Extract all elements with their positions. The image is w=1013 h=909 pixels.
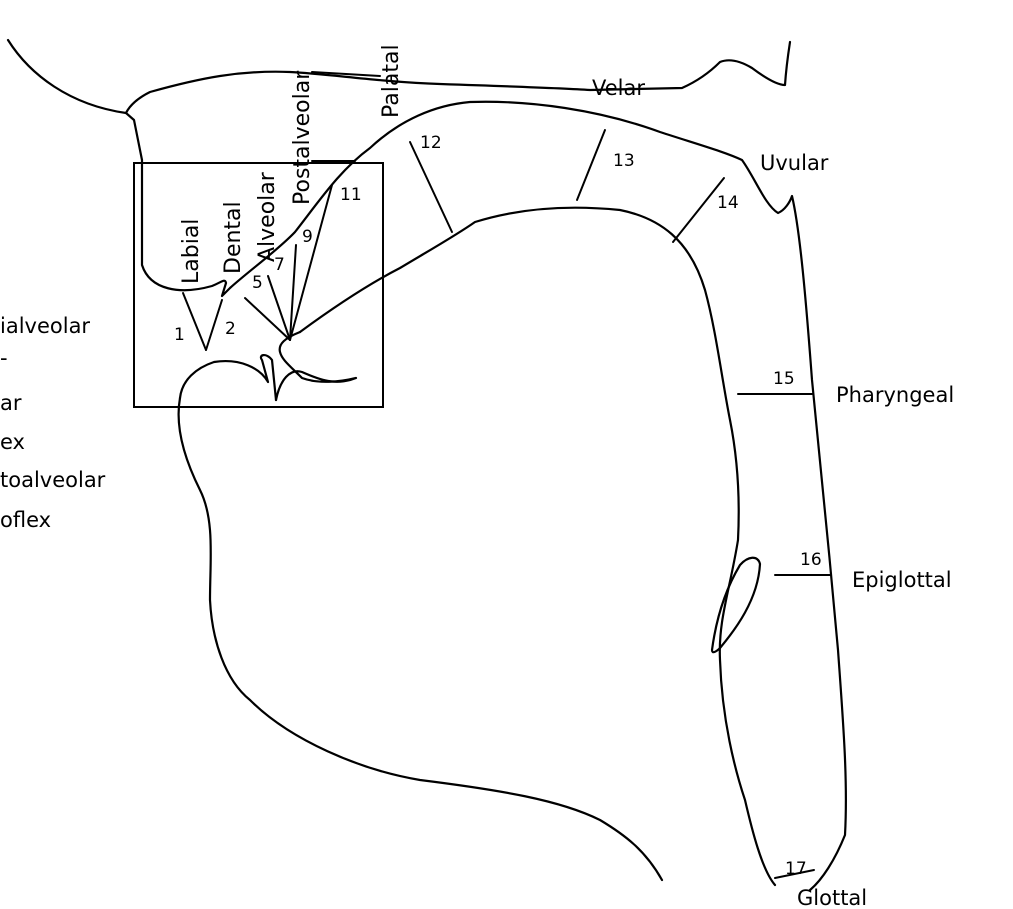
tick-12 [410,142,452,232]
label-palatal: Palatal [379,44,404,118]
number-13: 13 [613,151,635,171]
left-legend-line-1: ialveolar [0,314,90,338]
number-2: 2 [225,319,236,339]
palate-outline [126,42,790,113]
label-uvular: Uvular [760,151,829,175]
left-legend-line-3: ar [0,391,22,415]
number-15: 15 [773,369,795,389]
left-legend-line-4: ex [0,430,25,454]
left-legend-line-5: toalveolar [0,468,106,492]
jaw-outline [179,398,662,880]
number-11: 11 [340,185,362,205]
label-pharyngeal: Pharyngeal [836,383,954,407]
number-12: 12 [420,133,442,153]
tongue-outline [300,208,775,885]
lower-lip-outline [180,355,276,400]
tick-2 [206,300,222,350]
label-labial: Labial [179,219,204,284]
tick-13 [577,130,605,200]
left-legend-line-2: - [0,346,8,370]
label-dental: Dental [221,201,246,274]
label-alveolar: Alveolar [255,171,280,262]
label-postalveolar: Postalveolar [290,70,315,205]
number-17: 17 [785,859,807,879]
label-glottal: Glottal [797,886,867,909]
number-5: 5 [252,273,263,293]
number-14: 14 [717,193,739,213]
number-9: 9 [302,227,313,247]
label-epiglottal: Epiglottal [852,568,952,592]
number-1: 1 [174,325,185,345]
number-16: 16 [800,550,822,570]
left-legend-line-6: oflex [0,508,51,532]
tick-1 [183,293,206,350]
number-7: 7 [274,255,285,275]
label-velar: Velar [592,76,645,100]
tick-11 [290,185,332,340]
tongue-tip-outline [276,332,356,400]
